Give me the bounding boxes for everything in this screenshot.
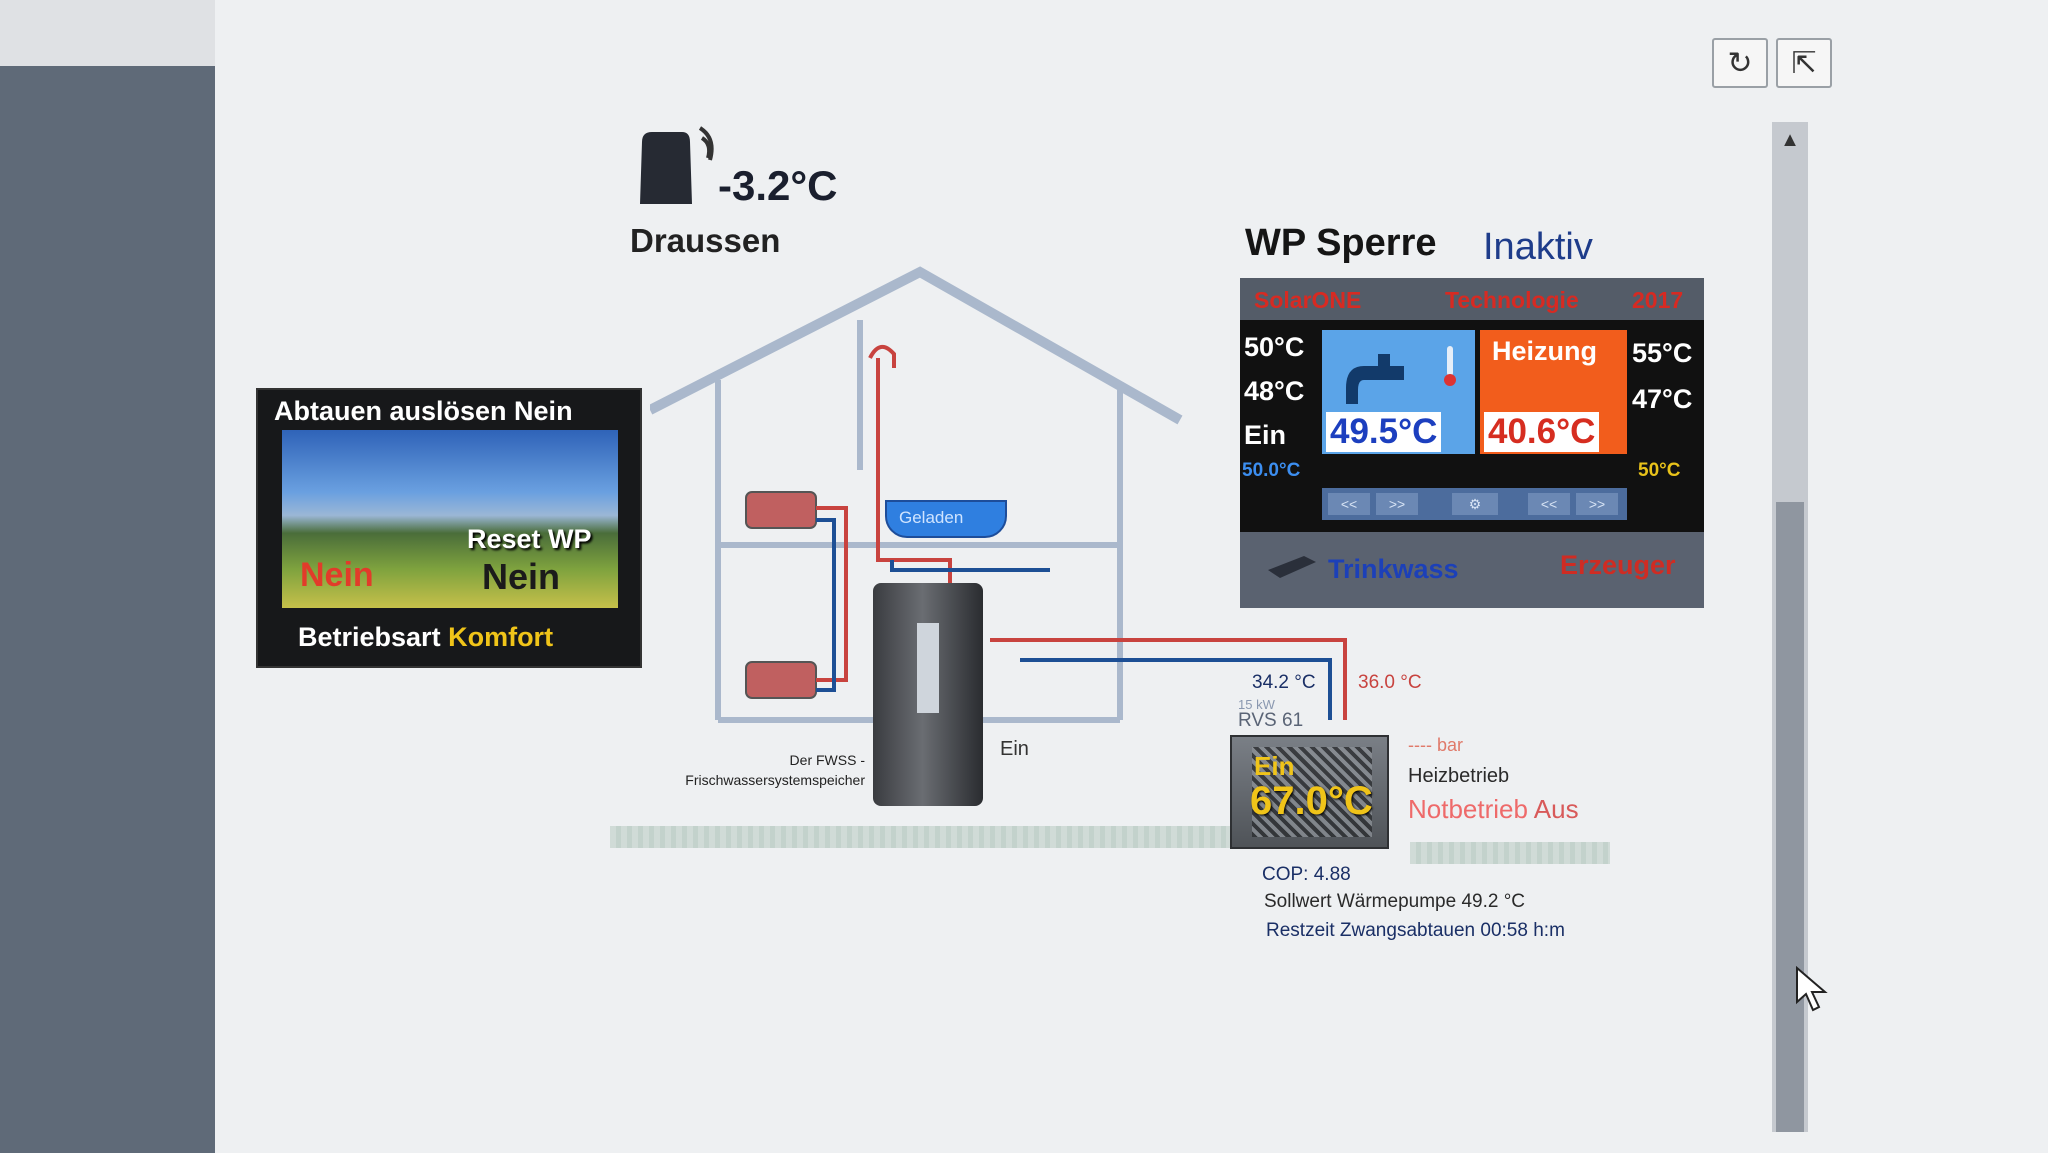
dhw-max-temp: 50°C [1244, 332, 1305, 362]
mouse-cursor-icon [1796, 966, 1828, 1012]
scroll-thumb[interactable] [1776, 502, 1804, 1132]
outdoor-label: Draussen [630, 222, 781, 259]
hp-pressure: ---- bar [1408, 735, 1463, 755]
hp-model: RVS 61 [1238, 710, 1304, 731]
panel-header: SolarONE Technologie 2017 [1240, 278, 1704, 320]
tap-water-icon [1268, 556, 1316, 578]
hp-return-temp: 36.0 °C [1358, 672, 1422, 693]
heat-pump-unit[interactable]: Ein 67.0°C [1230, 735, 1389, 849]
brand-technologie: Technologie [1445, 287, 1579, 313]
operating-mode-value: Komfort [448, 622, 554, 652]
storage-caption-1: Der FWSS - [789, 752, 865, 768]
defrost-trigger-label[interactable]: Abtauen auslösen Nein [274, 396, 573, 426]
ground-strip [610, 826, 1230, 848]
landscape-image: Reset WP Nein Nein [282, 430, 618, 608]
emergency-mode-value: Aus [1533, 794, 1579, 824]
ground-strip-right [1410, 842, 1610, 864]
vertical-scrollbar[interactable]: ▲ [1772, 122, 1808, 1132]
panel-body: 50°C 48°C Ein 50.0°C Heizung 49.5°C 40.6… [1240, 320, 1704, 532]
dhw-prev-button[interactable]: << [1328, 493, 1370, 515]
emergency-mode-label: Notbetrieb [1408, 794, 1528, 824]
faucet-icon [1346, 354, 1404, 404]
hp-power: 15 kW [1238, 697, 1275, 712]
share-button[interactable]: ⇱ [1776, 38, 1832, 88]
dhw-setpoint: 50.0°C [1242, 460, 1301, 481]
heating-next-button[interactable]: >> [1576, 493, 1618, 515]
house-schematic [650, 266, 1183, 723]
cop-value: COP: 4.88 [1262, 864, 1351, 885]
heating-label: Heizung [1492, 336, 1597, 366]
solarone-control-panel: SolarONE Technologie 2017 50°C 48°C Ein … [1240, 278, 1704, 608]
hp-setpoint: Sollwert Wärmepumpe 49.2 °C [1264, 891, 1526, 912]
heating-min-temp: 47°C [1632, 384, 1693, 414]
operating-mode[interactable]: Betriebsart Komfort [298, 622, 553, 653]
settings-gear-icon[interactable]: ⚙ [1452, 493, 1498, 515]
wp-sperre-status: Inaktiv [1483, 226, 1593, 268]
hp-status: Ein [1254, 751, 1295, 781]
panel-footer: Trinkwass Erzeuger [1240, 532, 1704, 608]
emergency-mode[interactable]: Notbetrieb Aus [1408, 794, 1579, 825]
dhw-status: Ein [1244, 420, 1287, 450]
outdoor-temperature: -3.2°C [718, 162, 838, 209]
hp-fan-grille [1252, 747, 1372, 837]
reset-wp-label[interactable]: Reset WP [467, 524, 592, 554]
drinking-water-temperature: 49.5°C [1326, 412, 1442, 452]
operating-mode-label: Betriebsart [298, 622, 441, 652]
wp-sperre-label: WP Sperre [1245, 222, 1437, 264]
heating-prev-button[interactable]: << [1528, 493, 1570, 515]
left-sidebar [0, 66, 215, 1153]
heatpump-pipes [990, 638, 1347, 720]
storage-window [917, 623, 939, 713]
brand-label: SolarONE [1254, 287, 1362, 313]
storage-caption-2: Frischwassersystemspeicher [685, 772, 865, 788]
drinking-water-link[interactable]: Trinkwass [1328, 554, 1459, 584]
brand-year: 2017 [1632, 287, 1684, 313]
reset-value-left[interactable]: Nein [300, 556, 374, 594]
reset-value-right[interactable]: Nein [482, 556, 561, 597]
refresh-button[interactable]: ↻ [1712, 38, 1768, 88]
dhw-next-button[interactable]: >> [1376, 493, 1418, 515]
heating-temperature: 40.6°C [1484, 412, 1600, 452]
hp-unit-temperature: 67.0°C [1250, 779, 1373, 823]
hot-water-tank: Geladen [885, 500, 1007, 538]
storage-status: Ein [1000, 738, 1029, 760]
heating-setpoint: 50°C [1638, 460, 1681, 481]
share-icon: ⇱ [1791, 45, 1817, 81]
heating-max-temp: 55°C [1632, 338, 1693, 368]
tank-status: Geladen [899, 508, 964, 527]
fwss-storage-tank [873, 583, 983, 806]
outdoor-sensor-icon [640, 126, 714, 204]
defrost-remaining-time: Restzeit Zwangsabtauen 00:58 h:m [1266, 920, 1565, 941]
scroll-up-arrow-icon[interactable]: ▲ [1780, 129, 1800, 151]
dhw-min-temp: 48°C [1244, 376, 1305, 406]
defrost-reset-panel: Abtauen auslösen Nein Reset WP Nein Nein… [256, 388, 642, 668]
generator-link[interactable]: Erzeuger [1560, 550, 1676, 580]
panel-controls: << >> ⚙ << >> [1322, 488, 1627, 520]
refresh-icon: ↻ [1727, 45, 1753, 81]
hp-flow-temp: 34.2 °C [1252, 672, 1316, 693]
hp-mode: Heizbetrieb [1408, 765, 1510, 787]
thermometer-icon [1444, 346, 1456, 386]
